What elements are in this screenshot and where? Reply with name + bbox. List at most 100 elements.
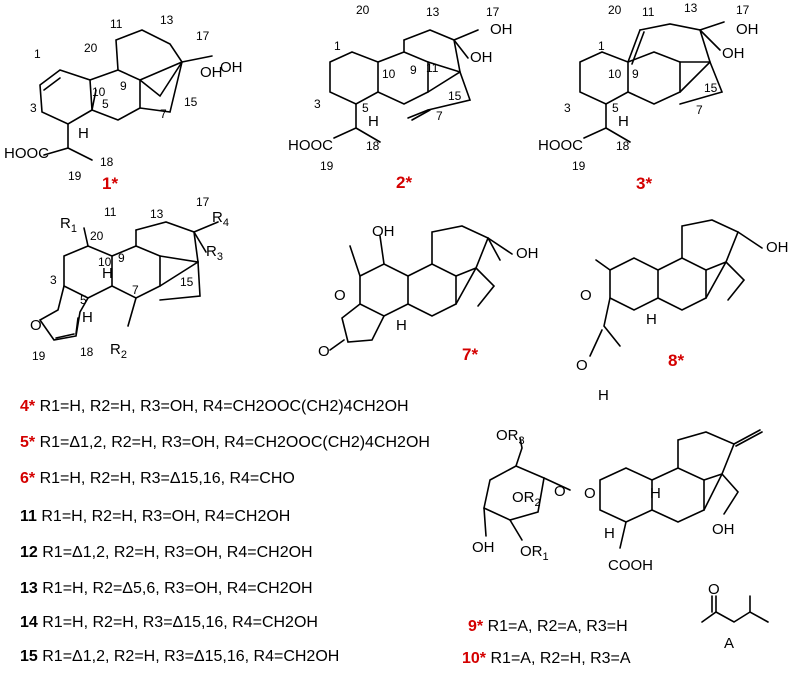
svg-text:5: 5 [612, 101, 619, 115]
legend-row-4: 4* R1=H, R2=H, R3=OH, R4=CH2OOC(CH2)4CH2… [20, 398, 409, 415]
compound-label-7: 7* [462, 345, 478, 364]
legend-row-14: 14 R1=H, R2=H, R3=Δ15,16, R4=CH2OH [20, 614, 318, 631]
svg-text:20: 20 [608, 3, 622, 17]
svg-text:10: 10 [98, 255, 112, 269]
svg-text:18: 18 [366, 139, 380, 153]
h-label-2: H [368, 113, 379, 130]
svg-text:11: 11 [426, 61, 439, 75]
legend-row-15: 15 R1=Δ1,2, R2=H, R3=Δ15,16, R4=CH2OH [20, 648, 340, 665]
h5-label-9: H [604, 525, 615, 542]
compound-label-8: 8* [668, 351, 684, 370]
svg-text:7: 7 [160, 107, 167, 121]
svg-text:17: 17 [736, 3, 750, 17]
structure-compound-9-10 [483, 429, 763, 549]
hydroxyl-label-2: OH [490, 21, 513, 38]
svg-text:19: 19 [320, 159, 334, 173]
svg-text:20: 20 [90, 229, 104, 243]
r4-label: R4 [212, 209, 229, 229]
svg-text:5: 5 [362, 101, 369, 115]
legend-row-12: 12 R1=Δ1,2, R2=H, R3=OH, R4=CH2OH [20, 544, 313, 561]
or2-label: OR2 [512, 489, 541, 509]
structure-compound-8 [589, 219, 763, 357]
h-label-8: H [646, 311, 657, 328]
aldehyde-h-label-8: H [598, 387, 609, 404]
h-label-3: H [618, 113, 629, 130]
svg-text:3: 3 [564, 101, 571, 115]
svg-text:1: 1 [598, 39, 605, 53]
svg-text:7: 7 [696, 103, 703, 117]
r2-label: R2 [110, 341, 127, 361]
svg-text:10: 10 [382, 67, 396, 81]
svg-text:13: 13 [160, 13, 174, 27]
r1-label: R1 [60, 215, 77, 235]
compound-label-1: 1* [102, 174, 118, 193]
hydroxyl-label-2b: OH [470, 49, 493, 66]
svg-text:3: 3 [50, 273, 57, 287]
carbonyl-o-label-7: O [318, 343, 330, 360]
oh-3-label: OH [472, 539, 495, 556]
h9-label: H [102, 265, 113, 282]
h-label-9: H [650, 485, 661, 502]
legend-row-11: 11 R1=H, R2=H, R3=OH, R4=CH2OH [20, 508, 291, 525]
svg-text:10: 10 [608, 67, 622, 81]
legend-row-10: 10* R1=A, R2=H, R3=A [462, 650, 631, 667]
hydroxyl-label-3: OH [736, 21, 759, 38]
svg-text:9: 9 [632, 67, 639, 81]
lactone-o-label-7: O [334, 287, 346, 304]
svg-text:20: 20 [356, 3, 370, 17]
or1-label: OR1 [520, 543, 549, 563]
svg-text:1: 1 [334, 39, 341, 53]
compound-label-3: 3* [636, 174, 652, 193]
svg-text:3: 3 [30, 101, 37, 115]
svg-text:1: 1 [34, 47, 41, 61]
svg-text:5: 5 [80, 293, 87, 307]
legend-row-6: 6* R1=H, R2=H, R3=Δ15,16, R4=CHO [20, 470, 295, 487]
legend-row-9: 9* R1=A, R2=A, R3=H [468, 618, 628, 635]
legend-row-5: 5* R1=Δ1,2, R2=H, R3=OH, R4=CH2OOC(CH2)4… [20, 434, 430, 451]
svg-text:7: 7 [436, 109, 443, 123]
svg-text:13: 13 [150, 207, 164, 221]
svg-text:15: 15 [180, 275, 194, 289]
svg-text:18: 18 [80, 345, 94, 359]
svg-text:15: 15 [184, 95, 198, 109]
acyl-o-label: O [708, 581, 720, 598]
structure-compound-1 [39, 29, 213, 161]
structure-compound-3 [579, 21, 725, 143]
svg-text:18: 18 [616, 139, 630, 153]
hydroxyl-label-9: OH [712, 521, 735, 538]
h-label-1: H [78, 125, 89, 142]
carboxyl-label-9: COOH [608, 557, 653, 574]
h-label-7: H [396, 317, 407, 334]
svg-text:11: 11 [104, 205, 117, 219]
carboxyl-label-2: HOOC [288, 137, 333, 154]
svg-text:5: 5 [102, 97, 109, 111]
svg-text:11: 11 [110, 17, 123, 31]
svg-text:3: 3 [314, 97, 321, 111]
aldehyde-o-label-8: O [576, 357, 588, 374]
svg-text:15: 15 [448, 89, 462, 103]
glycosidic-o-label: O [584, 485, 596, 502]
h5-label: H [82, 309, 93, 326]
svg-text:20: 20 [84, 41, 98, 55]
hydroxyl-label-7: OH [372, 223, 395, 240]
svg-text:10: 10 [92, 85, 106, 99]
svg-text:9: 9 [118, 251, 125, 265]
svg-text:19: 19 [32, 349, 46, 363]
hydroxyl-label-3b: OH [722, 45, 745, 62]
svg-text:11: 11 [642, 5, 655, 19]
svg-text:9: 9 [120, 79, 127, 93]
svg-text:9: 9 [410, 63, 417, 77]
svg-text:17: 17 [486, 5, 500, 19]
carboxyl-label-3: HOOC [538, 137, 583, 154]
r3-label: R3 [206, 243, 223, 263]
svg-text:13: 13 [426, 5, 440, 19]
carboxyl-label-1: HOOC [4, 145, 49, 162]
svg-text:17: 17 [196, 195, 210, 209]
legend-row-13: 13 R1=H, R2=Δ5,6, R3=OH, R4=CH2OH [20, 580, 313, 597]
svg-text:19: 19 [572, 159, 586, 173]
or3-label: OR3 [496, 427, 525, 447]
structure-compound-4-15-core [38, 221, 219, 341]
svg-text:13: 13 [684, 1, 698, 15]
furan-o-label: O [30, 317, 42, 334]
hydroxyl-label-1b: OH [220, 59, 243, 76]
